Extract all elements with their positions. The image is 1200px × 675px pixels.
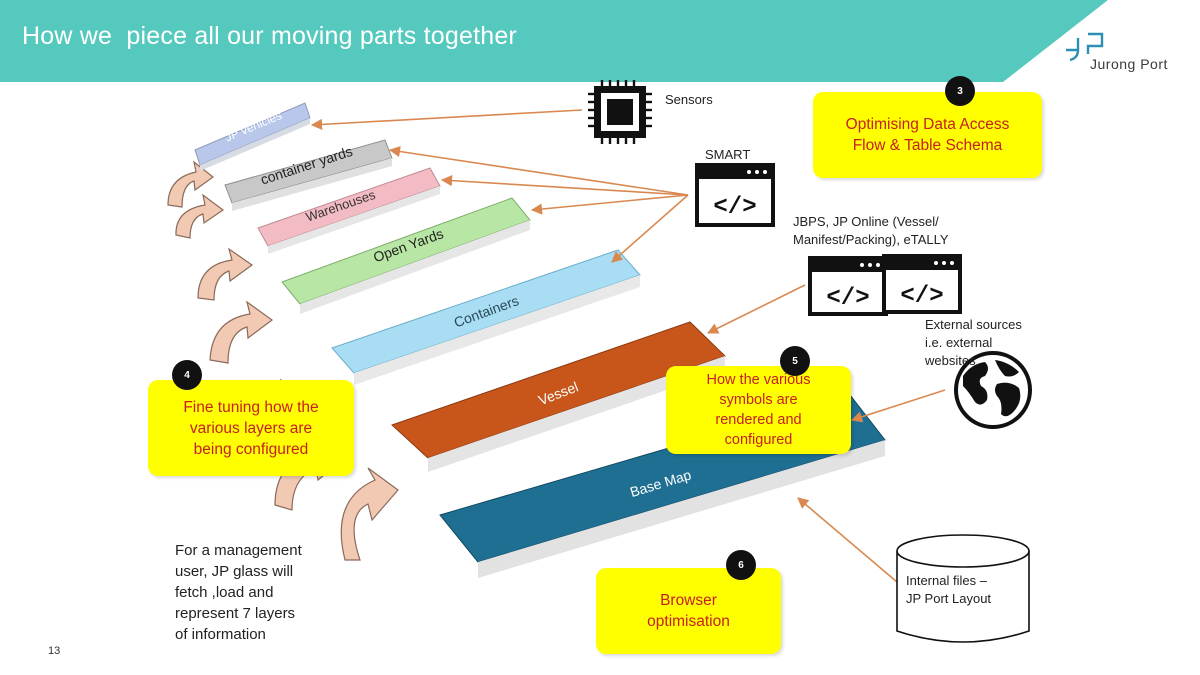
arrow-internal-to-base-map — [797, 497, 898, 583]
svg-text:</>: </> — [900, 283, 943, 310]
sensor-chip-icon — [588, 80, 652, 144]
arrow-smart-to-containers — [611, 194, 689, 263]
callout-5: How the various symbols are rendered and… — [666, 366, 851, 454]
smart-label: SMART — [705, 147, 751, 162]
transition-arrow-7 — [167, 160, 214, 208]
page-number: 13 — [48, 645, 61, 657]
arrow-external-to-vessel — [850, 389, 946, 423]
header-band — [0, 0, 1108, 82]
transition-arrow-6 — [175, 193, 225, 239]
management-note: For a management user, JP glass will fet… — [175, 542, 302, 643]
layer-open-yards: Open Yards — [281, 197, 531, 314]
callout-3-badge: 3 — [945, 76, 975, 106]
layer-vessel: Vessel — [391, 321, 726, 472]
transition-arrow-5 — [197, 247, 254, 301]
callout-5-text: How the various symbols are rendered and… — [706, 372, 811, 448]
arrow-smart-to-container-yards — [388, 145, 689, 196]
callout-6-badge: 6 — [726, 550, 756, 580]
sensors-label: Sensors — [665, 92, 713, 107]
arrow-smart-to-warehouses — [440, 175, 689, 196]
internal-files-label: Internal files – JP Port Layout — [906, 573, 992, 606]
smart-code-window-icon: </> — [695, 163, 775, 227]
slide-title: How we piece all our moving parts togeth… — [22, 22, 517, 50]
callout-3: Optimising Data Access Flow & Table Sche… — [813, 92, 1042, 178]
arrow-smart-to-open-yards — [530, 194, 689, 215]
logo-text: Jurong Port — [1090, 56, 1168, 72]
layer-warehouses: Warehouses — [257, 167, 441, 254]
callout-6: Browser optimisation — [596, 568, 781, 654]
callout-4-text: Fine tuning how the various layers are b… — [183, 398, 319, 458]
jbps-code-window-icon-2: </> — [882, 254, 962, 314]
transition-arrow-4 — [209, 300, 274, 364]
globe-icon — [954, 351, 1032, 429]
svg-text:</>: </> — [713, 194, 756, 221]
connection-arrows — [310, 109, 946, 583]
callout-4-badge: 4 — [172, 360, 202, 390]
callout-3-text: Optimising Data Access Flow & Table Sche… — [845, 116, 1010, 154]
jbps-label: JBPS, JP Online (Vessel/ Manifest/Packin… — [793, 214, 949, 247]
jurong-port-logo-icon — [1066, 32, 1104, 62]
jbps-code-window-icon-1: </> — [808, 256, 888, 316]
callout-5-badge: 5 — [780, 346, 810, 376]
transition-arrow-1 — [340, 467, 399, 561]
external-sources-label: External sources i.e. external websites — [925, 317, 1022, 368]
database-cylinder-icon — [896, 534, 1030, 643]
arrow-sensors-to-vehicles — [310, 109, 583, 131]
callout-6-text: Browser optimisation — [647, 592, 730, 630]
svg-text:</>: </> — [826, 285, 869, 312]
callout-4: Fine tuning how the various layers are b… — [148, 380, 354, 476]
arrow-jbps-to-vessel — [706, 284, 806, 334]
